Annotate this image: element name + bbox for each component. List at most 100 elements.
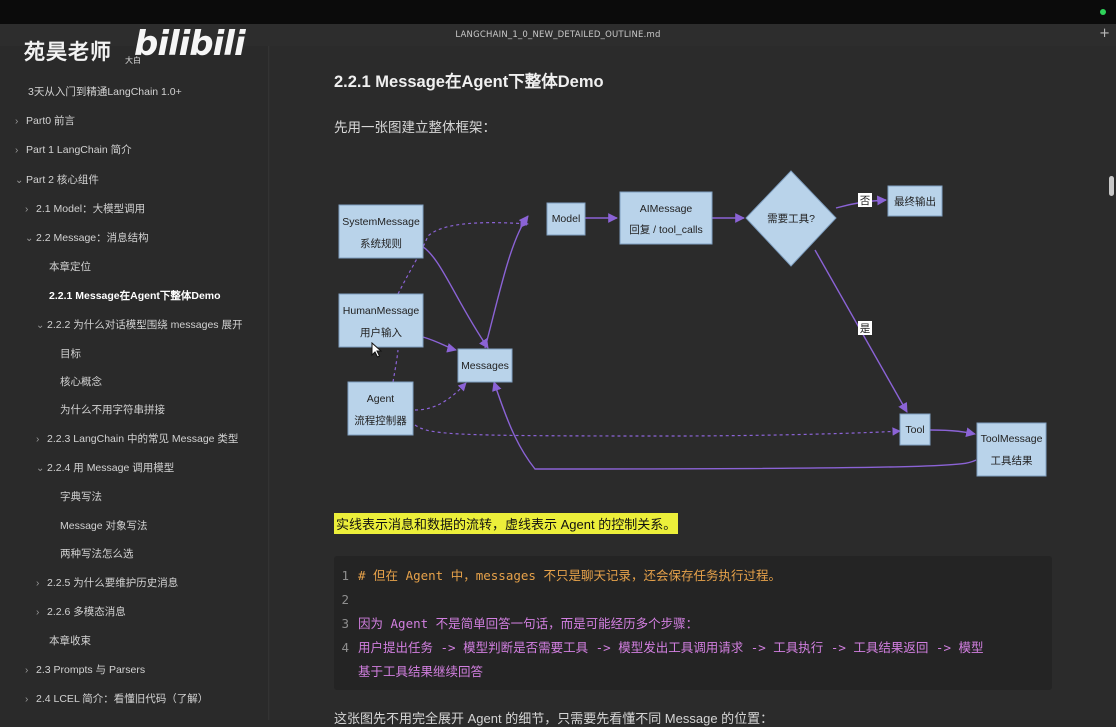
sidebar-item[interactable]: 核心概念 — [60, 375, 328, 389]
chevron-right-icon[interactable]: › — [25, 665, 29, 676]
sidebar-item[interactable]: › 2.2.6 多模态消息 — [36, 605, 304, 620]
code-text: # 但在 Agent 中，messages 不只是聊天记录，还会保存任务执行过程… — [358, 568, 781, 583]
sidebar-item[interactable]: › Part0 前言 — [15, 114, 283, 129]
node-model: Model — [546, 202, 586, 236]
chevron-right-icon[interactable]: › — [36, 434, 40, 445]
sidebar-item-label: 2.2.6 多模态消息 — [47, 606, 126, 618]
dashed-agent-human — [392, 349, 399, 383]
sidebar-item-label: 字典写法 — [60, 491, 102, 503]
logo-author-text: 苑昊老师 — [24, 40, 112, 64]
sidebar-item[interactable]: ⌄2.2.2 为什么对话模型围绕 messages 展开 — [36, 318, 304, 333]
code-text: 基于工具结果继续回答 — [358, 664, 484, 679]
bottom-paragraph: 这张图先不用完全展开 Agent 的细节，只需要先看懂不同 Message 的位… — [334, 711, 774, 726]
sidebar-item-label: 2.2.5 为什么要维护历史消息 — [47, 577, 179, 589]
logo-bilibili-text: bilibili — [134, 24, 246, 64]
node-ai: AIMessage 回复 / tool_calls — [619, 191, 713, 245]
sidebar-item[interactable]: ⌄2.2.4 用 Message 调用模型 — [36, 461, 304, 476]
chevron-right-icon[interactable]: › — [25, 694, 29, 705]
sidebar-item[interactable]: ›2.1 Model：大模型调用 — [25, 202, 293, 217]
sidebar-item-label: Part0 前言 — [26, 115, 76, 127]
code-text: 因为 Agent 不是简单回答一句话，而是可能经历多个步骤： — [358, 616, 699, 631]
node-tool: Tool — [899, 413, 931, 446]
chevron-right-icon[interactable]: › — [15, 116, 19, 127]
node-decision-title: 需要工具? — [767, 213, 815, 225]
node-human-title: HumanMessage — [343, 305, 420, 317]
intro-paragraph: 先用一张图建立整体框架： — [334, 120, 496, 135]
node-toolmsg-subtitle: 工具结果 — [991, 454, 1033, 467]
sidebar-item-label: 2.3 Prompts 与 Parsers — [36, 664, 146, 676]
code-block: 1 # 但在 Agent 中，messages 不只是聊天记录，还会保存任务执行过… — [334, 556, 1052, 690]
sidebar-item[interactable]: › 2.2.3 LangChain 中的常见 Message 类型 — [36, 432, 304, 447]
node-final: 最终输出 — [887, 185, 943, 217]
dashed-agent-model — [397, 219, 529, 295]
status-dot-icon — [1100, 9, 1106, 15]
edge-human-messages — [422, 336, 457, 353]
chevron-down-icon[interactable]: ⌄ — [36, 463, 45, 474]
sidebar-item-label: 3天从入门到精通LangChain 1.0+ — [28, 86, 182, 98]
edge-label-no: 否 — [858, 193, 872, 207]
node-human: HumanMessage 用户输入 — [338, 293, 424, 348]
sidebar-item[interactable]: 3天从入门到精通LangChain 1.0+ — [28, 85, 296, 99]
sidebar-item-label: 目标 — [60, 348, 81, 360]
sidebar-item-label: Part 1 LangChain 简介 — [26, 144, 132, 156]
edge-tool-toolmsg — [929, 427, 976, 438]
node-tool-title: Tool — [905, 424, 924, 436]
sidebar-item[interactable]: Message 对象写法 — [60, 519, 328, 533]
logo-small-text: 大白 — [125, 56, 141, 65]
sidebar-item-label: Message 对象写法 — [60, 520, 148, 532]
highlighted-note: 实线表示消息和数据的流转，虚线表示 Agent 的控制关系。 — [334, 513, 679, 534]
sidebar-item-label: 2.2 Message：消息结构 — [36, 232, 149, 244]
section-heading: 2.2.1 Message在Agent下整体Demo — [334, 73, 604, 91]
sidebar-item[interactable]: 本章定位 — [49, 260, 317, 274]
sidebar-item-label: 2.4 LCEL 简介：看懂旧代码（了解） — [36, 693, 209, 705]
sidebar-item[interactable]: › Part 1 LangChain 简介 — [15, 143, 283, 158]
outline-sidebar — [0, 46, 269, 720]
node-toolmsg: ToolMessage 工具结果 — [976, 422, 1047, 477]
chevron-down-icon[interactable]: ⌄ — [36, 320, 45, 331]
new-tab-plus-icon[interactable]: + — [1099, 26, 1110, 41]
edge-messages-model — [484, 215, 529, 349]
chevron-down-icon[interactable]: ⌄ — [15, 175, 24, 186]
sidebar-item[interactable]: › 2.2.5 为什么要维护历史消息 — [36, 576, 304, 591]
sidebar-item[interactable]: 本章收束 — [49, 634, 317, 648]
sidebar-item-label: 本章定位 — [49, 261, 91, 273]
node-system: SystemMessage 系统规则 — [338, 204, 424, 259]
chevron-right-icon[interactable]: › — [25, 204, 29, 215]
node-agent: Agent 流程控制器 — [347, 381, 414, 436]
sidebar-item-label: 本章收束 — [49, 635, 91, 647]
sidebar-item-label: 2.2.3 LangChain 中的常见 Message 类型 — [47, 433, 239, 445]
node-toolmsg-title: ToolMessage — [981, 433, 1043, 445]
chevron-right-icon[interactable]: › — [15, 145, 19, 156]
sidebar-item[interactable]: 两种写法怎么选 — [60, 547, 328, 561]
edge-label-yes: 是 — [858, 321, 872, 335]
sidebar-item[interactable]: 为什么不用字符串拼接 — [60, 403, 328, 417]
node-messages-title: Messages — [461, 360, 509, 372]
line-number: 1 — [341, 568, 349, 583]
node-final-title: 最终输出 — [894, 195, 936, 208]
title-bar — [0, 0, 1116, 24]
scrollbar-track[interactable] — [1098, 46, 1116, 720]
file-title: LANGCHAIN_1_0_NEW_DETAILED_OUTLINE.md — [455, 30, 661, 40]
sidebar-item[interactable]: 2.2.1 Message在Agent下整体Demo — [49, 289, 317, 303]
sidebar-item[interactable]: ⌄2.2 Message：消息结构 — [25, 231, 293, 246]
sidebar-item-label: 两种写法怎么选 — [60, 548, 134, 560]
sidebar-item[interactable]: 字典写法 — [60, 490, 328, 504]
edge-system-messages — [419, 244, 489, 349]
chevron-down-icon[interactable]: ⌄ — [25, 233, 34, 244]
sidebar-item[interactable]: 目标 — [60, 347, 328, 361]
node-ai-subtitle: 回复 / tool_calls — [629, 223, 703, 236]
chevron-right-icon[interactable]: › — [36, 607, 40, 618]
dashed-agent-messages — [414, 382, 467, 411]
edge-toolmsg-messages — [492, 381, 977, 470]
scrollbar-thumb[interactable] — [1109, 176, 1114, 196]
chevron-right-icon[interactable]: › — [36, 578, 40, 589]
code-text: 用户提出任务 -> 模型判断是否需要工具 -> 模型发出工具调用请求 -> 工具… — [358, 640, 984, 655]
node-system-subtitle: 系统规则 — [360, 237, 402, 250]
tab-bar — [0, 24, 1116, 46]
sidebar-item[interactable]: ⌄Part 2 核心组件 — [15, 173, 283, 188]
sidebar-item-label: Part 2 核心组件 — [26, 174, 99, 186]
node-system-title: SystemMessage — [342, 216, 420, 228]
sidebar-item-label: 2.2.2 为什么对话模型围绕 messages 展开 — [47, 319, 243, 331]
sidebar-item[interactable]: › 2.4 LCEL 简介：看懂旧代码（了解） — [25, 692, 293, 707]
sidebar-item[interactable]: › 2.3 Prompts 与 Parsers — [25, 663, 293, 678]
